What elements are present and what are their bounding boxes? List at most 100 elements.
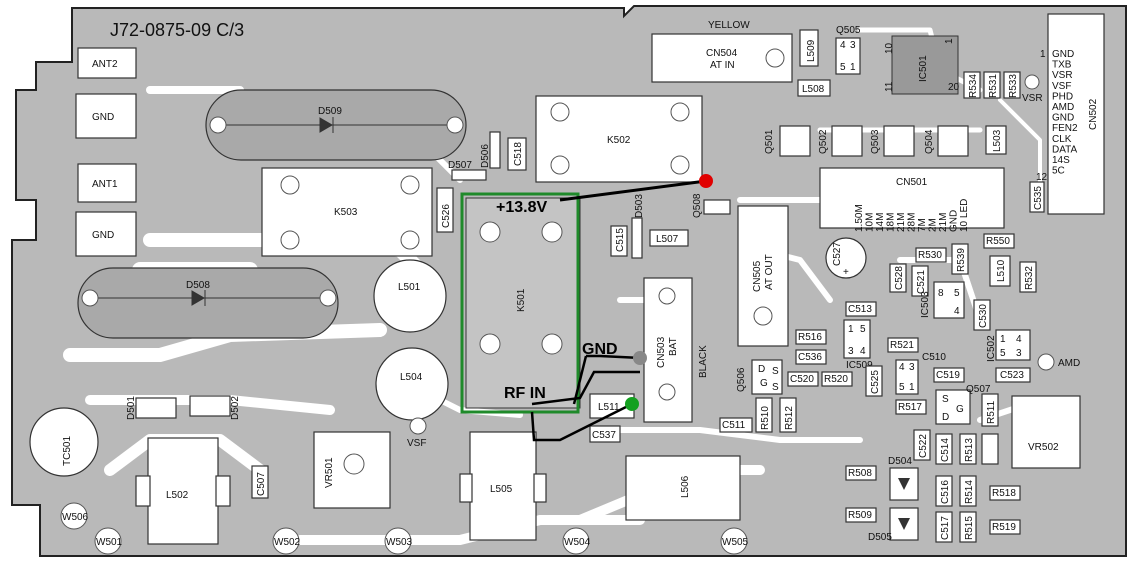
- w503-label: W503: [386, 537, 413, 548]
- c511-label: C511: [722, 420, 746, 431]
- d501-diode: [135, 397, 177, 419]
- d507-label: D507: [448, 160, 472, 171]
- ic509-pin4: 4: [860, 346, 866, 357]
- r539-label: R539: [956, 248, 967, 272]
- cn505-sublabel: AT OUT: [764, 254, 775, 290]
- r534-label: R534: [968, 74, 979, 98]
- c522-label: C522: [918, 434, 929, 458]
- cn503-sublabel: BAT: [668, 337, 679, 356]
- r530-resistor: [915, 247, 947, 263]
- k501-label: K501: [516, 288, 527, 312]
- l509-label: L509: [806, 39, 817, 62]
- c537-label: C537: [592, 430, 616, 441]
- ic509-pin1: 1: [848, 324, 854, 335]
- k501-relay: K501: [465, 197, 581, 409]
- ground-callout: GND: [582, 341, 618, 358]
- r521-label: R521: [890, 340, 914, 351]
- d509-footprint: D509: [205, 89, 467, 161]
- left-connector-block: ANT2 GND ANT1 GND: [75, 47, 137, 257]
- r512-label: R512: [784, 406, 795, 430]
- ic510-pin3: 3: [909, 362, 915, 373]
- cn504-label: CN504: [706, 48, 738, 59]
- c507-label: C507: [256, 472, 267, 496]
- cn501-pin-label: 14M: [875, 213, 886, 232]
- power-marker-dot: [699, 174, 713, 188]
- w505-label: W505: [722, 537, 749, 548]
- ic509-label: IC509: [846, 360, 873, 371]
- q506-pin-d: D: [758, 364, 765, 375]
- ic509-pin5: 5: [860, 324, 866, 335]
- ic502-pin1: 1: [1000, 334, 1006, 345]
- vsr-test-point: [1024, 74, 1040, 90]
- d507-diode: [451, 169, 487, 181]
- cn502-connector: CN502 1 12 GNDTXBVSRVSFPHDAMDGNDFEN2CLKD…: [1036, 13, 1105, 215]
- ic501-pin11: 11: [884, 81, 895, 92]
- c515-label: C515: [615, 228, 626, 252]
- c530-cap: [973, 299, 991, 331]
- ic510-pin4: 4: [899, 362, 905, 373]
- q505-pin4: 4: [840, 40, 846, 51]
- cn502-pin-label: AMD: [1052, 102, 1074, 113]
- k501-highlight-box: [460, 192, 580, 414]
- r509-label: R509: [848, 510, 872, 521]
- cn504-wire-color: YELLOW: [708, 20, 750, 31]
- jumper-pads: W506 W501 W502 W503 W504 W505: [60, 502, 749, 555]
- q504-transistor: [937, 125, 969, 157]
- c514-cap: [935, 433, 953, 465]
- k502-label: K502: [607, 135, 631, 146]
- q505-pin5: 5: [840, 62, 846, 73]
- ic502-label: IC502: [986, 335, 997, 362]
- d506-diode: [489, 131, 501, 169]
- r519-label: R519: [992, 522, 1016, 533]
- l507-inductor: [649, 229, 689, 247]
- d504-label: D504: [888, 456, 912, 467]
- amd-label: AMD: [1058, 358, 1080, 369]
- cn501-pin-label: 2M: [928, 218, 939, 232]
- r518-resistor: [989, 485, 1021, 501]
- cn503-wire-color: BLACK: [698, 345, 709, 378]
- ic502-pin5: 5: [1000, 348, 1006, 359]
- l504-inductor: [375, 347, 449, 421]
- r511-label: R511: [986, 400, 997, 424]
- c516-label: C516: [940, 480, 951, 504]
- ic503-pin5: 5: [954, 288, 960, 299]
- vr502-label: VR502: [1028, 442, 1059, 453]
- cn501-pin-label: 1.50M: [854, 204, 865, 232]
- diode-symbol-icon: [191, 290, 206, 306]
- cn502-pin-label: VSF: [1052, 81, 1071, 92]
- cn501-pin-label: 7M: [917, 218, 928, 232]
- vsf-label: VSF: [407, 438, 426, 449]
- cn502-pin-label: TXB: [1052, 60, 1072, 71]
- ic501-pin20: 20: [948, 82, 960, 93]
- amd-test-point: [1037, 353, 1055, 371]
- l503-inductor: [985, 125, 1007, 155]
- l507-label: L507: [656, 234, 679, 245]
- cn501-pin-label: 28M: [907, 213, 918, 232]
- d501-label: D501: [126, 396, 137, 420]
- c527-plus: +: [843, 267, 849, 278]
- r509-resistor: [845, 507, 877, 523]
- annotation-wires: [530, 179, 707, 442]
- c520-cap: [787, 371, 819, 387]
- r516-resistor: [795, 329, 827, 345]
- cn505-connector: CN505 AT OUT: [737, 205, 789, 347]
- q506-pin-s2: S: [772, 382, 779, 393]
- q507-pin-s1: S: [942, 394, 949, 405]
- l505-label: L505: [490, 484, 513, 495]
- q503-label: Q503: [870, 129, 881, 154]
- cn501-pin-label: 21M: [896, 213, 907, 232]
- q505-transistor: [835, 37, 861, 75]
- gnd-label-bottom: GND: [92, 230, 114, 241]
- l508-label: L508: [802, 84, 825, 95]
- ic503-chip: [933, 281, 965, 319]
- c535-label: C535: [1033, 186, 1044, 210]
- cn504-connector: YELLOW CN504 AT IN: [651, 20, 793, 83]
- cn502-pin1: 1: [1040, 49, 1046, 60]
- r532-label: R532: [1024, 266, 1035, 290]
- l502-label: L502: [166, 490, 189, 501]
- w504-label: W504: [564, 537, 591, 548]
- l506-inductor: L506: [625, 455, 741, 521]
- q507-label: Q507: [966, 384, 991, 395]
